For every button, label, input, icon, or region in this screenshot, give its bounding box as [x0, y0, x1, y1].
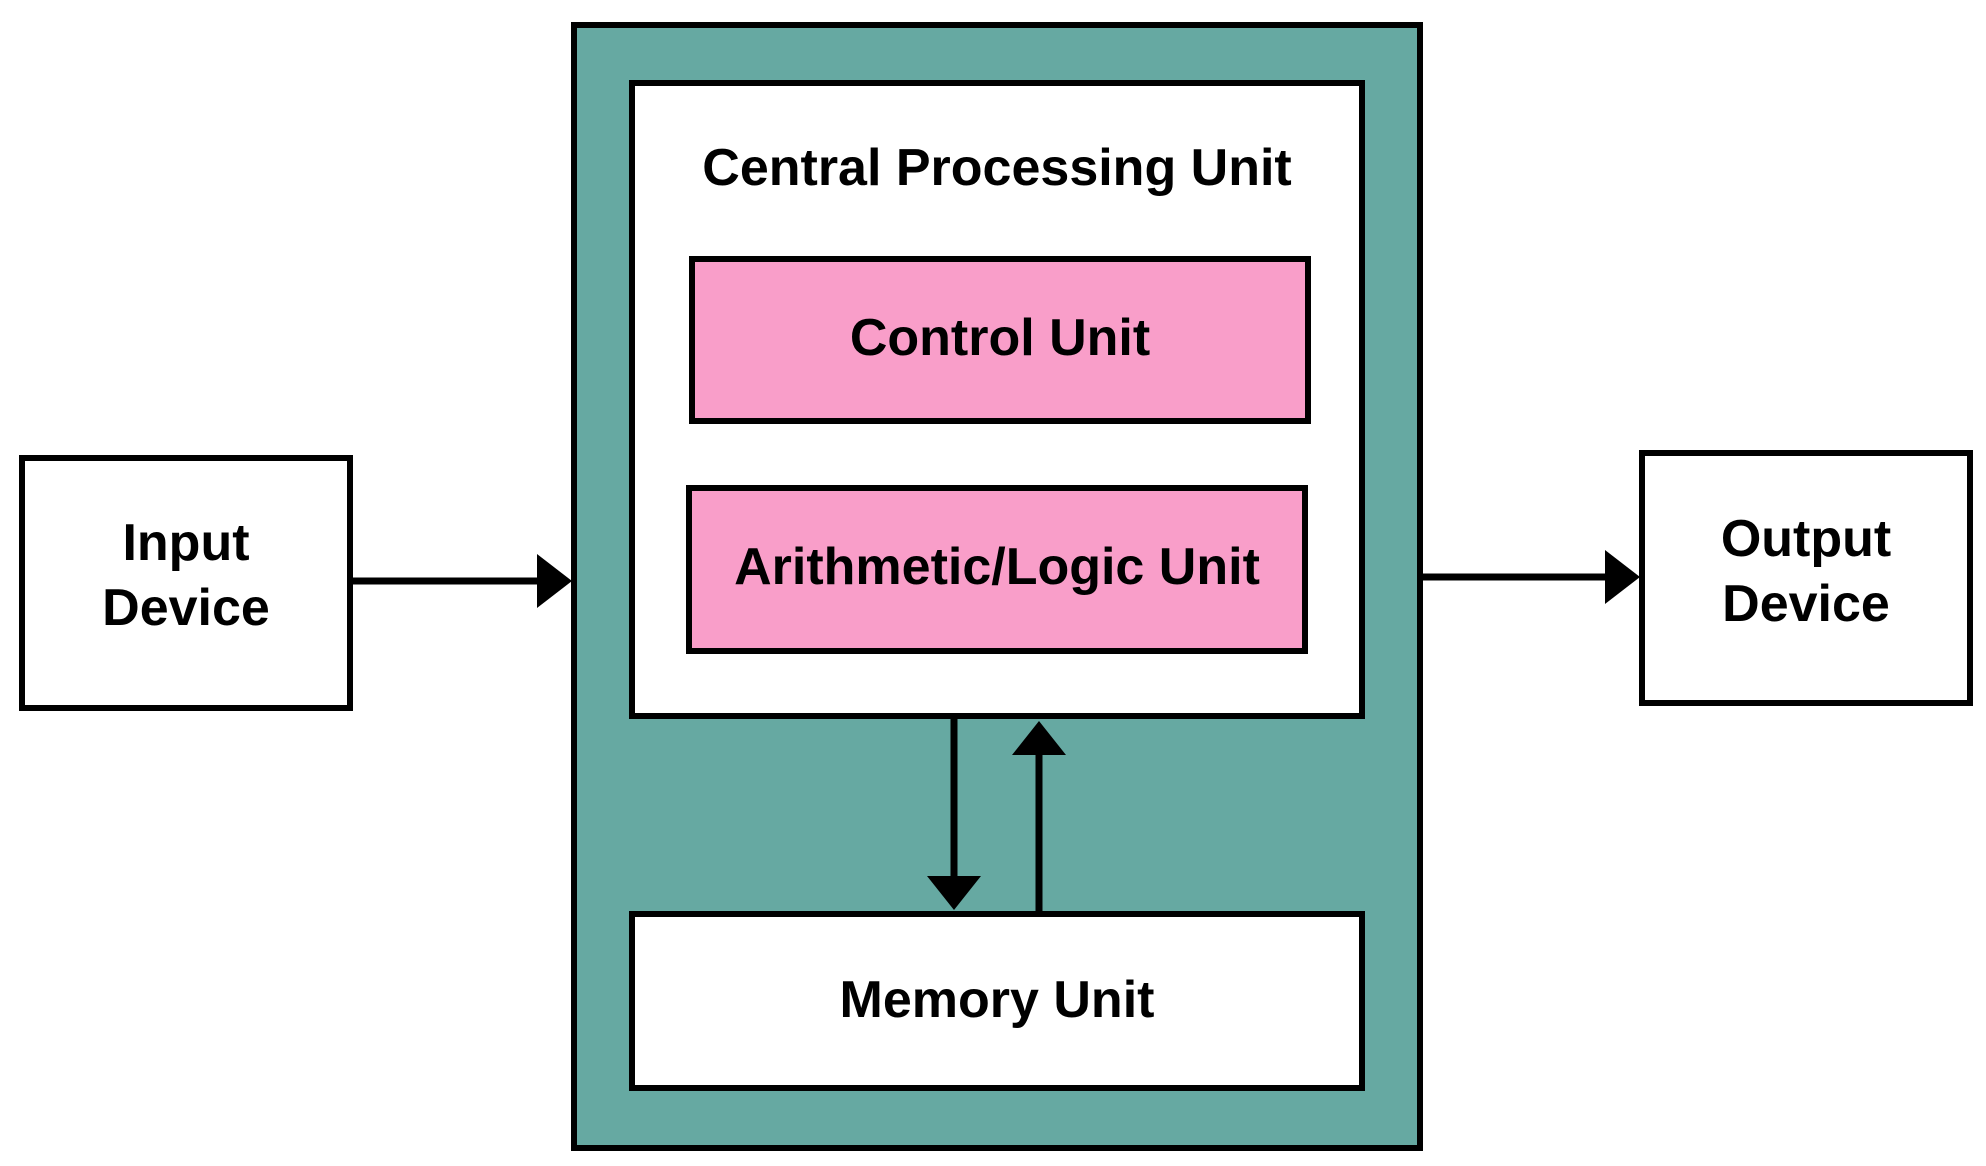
output-device-box [1639, 450, 1973, 706]
arrow-input-to-cpu [350, 554, 572, 608]
alu-label: Arithmetic/Logic Unit [734, 538, 1260, 596]
arrow-cpu-to-memory [927, 716, 981, 910]
arrow-input-to-cpu-head [537, 554, 572, 608]
memory-unit-box [629, 911, 1365, 1091]
memory-unit: Memory Unit [629, 911, 1365, 1091]
alu: Arithmetic/Logic Unit [686, 485, 1308, 654]
arrow-cpu-to-output [1420, 550, 1640, 604]
output-device-label-line1: Output [1721, 510, 1891, 568]
alu-box [686, 485, 1308, 654]
arrow-memory-to-cpu-head [1012, 721, 1066, 755]
control-unit: Control Unit [689, 256, 1311, 424]
input-device-label-line1: Input [122, 514, 249, 572]
output-device-label-line2: Device [1722, 575, 1890, 633]
arrow-memory-to-cpu [1012, 721, 1066, 914]
control-unit-box [689, 256, 1311, 424]
input-device-label-line2: Device [102, 579, 270, 637]
output-device: Output Device [1639, 450, 1973, 706]
input-device-box [19, 455, 353, 711]
memory-unit-label: Memory Unit [840, 971, 1155, 1029]
input-device: Input Device [19, 455, 353, 711]
cpu-title: Central Processing Unit [702, 139, 1291, 197]
control-unit-label: Control Unit [850, 309, 1150, 367]
arrow-cpu-to-output-head [1605, 550, 1640, 604]
arrow-cpu-to-memory-head [927, 876, 981, 910]
